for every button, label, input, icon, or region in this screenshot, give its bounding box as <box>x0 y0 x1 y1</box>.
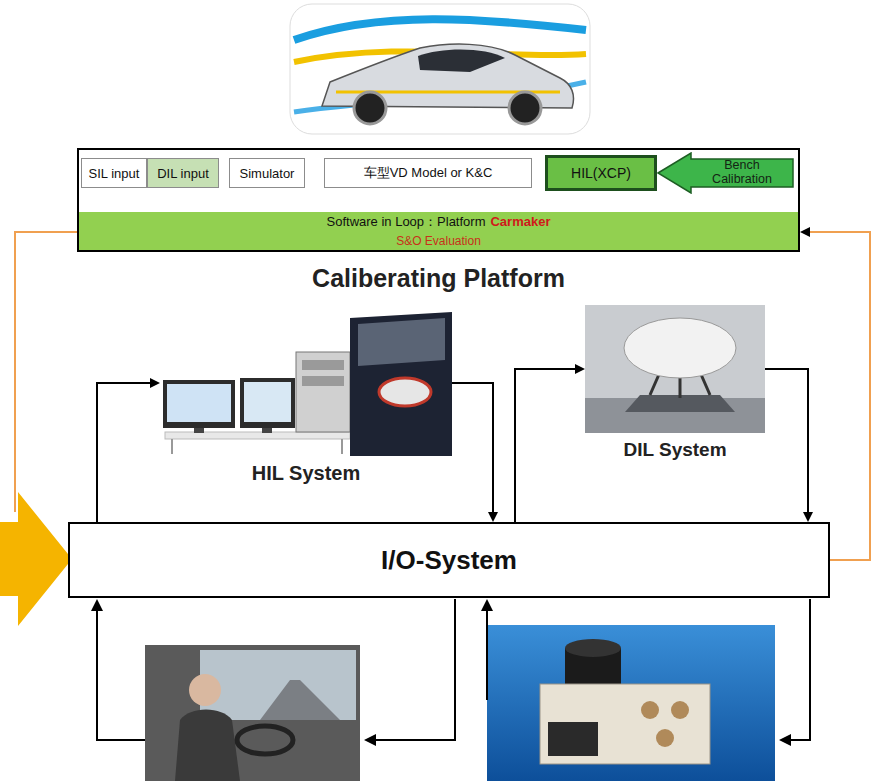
monitor-stand <box>194 428 204 433</box>
band-row: S&O Evaluation <box>396 231 481 249</box>
arrow-head <box>800 227 810 237</box>
projection-screen <box>200 650 356 720</box>
steering-wheel <box>237 726 293 754</box>
arrow-text-area: Bench Calibration <box>693 159 791 187</box>
feedback-line <box>15 232 77 512</box>
monitor <box>163 380 235 428</box>
connector <box>800 227 870 560</box>
rack-slot <box>302 360 344 370</box>
monitor-stand <box>262 428 272 433</box>
connector-line <box>810 232 870 560</box>
system-label: DIL System <box>565 439 785 461</box>
arrow-head <box>803 512 813 522</box>
driver-picture <box>145 645 360 781</box>
signal-line <box>374 599 455 740</box>
connector <box>452 383 498 522</box>
driver-body <box>175 710 240 781</box>
simulator-dome <box>624 318 736 378</box>
band-label: Software in Loop：Platform <box>327 213 486 231</box>
hil-rack <box>296 352 350 432</box>
connector <box>548 722 598 756</box>
connector-line <box>452 383 493 512</box>
monitor-screen <box>167 384 231 422</box>
desk-leg <box>341 439 343 454</box>
dil-picture <box>585 305 765 433</box>
box-label: Simulator <box>240 166 295 181</box>
connector-line <box>515 369 575 522</box>
arrow-head <box>150 378 160 388</box>
arrow-shape <box>658 153 793 193</box>
monitor-screen <box>244 382 291 422</box>
car-wheel <box>509 92 541 124</box>
hil-picture <box>163 312 452 456</box>
hil-box: HIL(XCP) <box>545 155 657 191</box>
signal-line <box>789 599 810 740</box>
connector <box>765 369 813 522</box>
car-door <box>350 312 452 456</box>
signal-line <box>486 609 488 700</box>
arrow-head <box>364 734 376 746</box>
platform-box: Caliberating PlatformSIL inputDIL inputS… <box>77 148 800 252</box>
monitor <box>240 378 295 428</box>
valve-block <box>540 684 710 764</box>
desk-leg <box>171 439 173 454</box>
hall <box>585 305 765 433</box>
arrow-head <box>779 734 791 746</box>
rack-slot <box>302 376 344 386</box>
model-box: 车型VD Model or K&C <box>324 158 532 188</box>
arrow-head <box>481 599 493 611</box>
swoosh <box>294 19 586 40</box>
system-label: HIL System <box>140 462 472 485</box>
io-box: I/O-System <box>68 522 830 598</box>
input-arrow <box>0 492 72 626</box>
box-label: SIL input <box>89 166 140 181</box>
arrow-head <box>575 364 585 374</box>
connector-line <box>97 383 150 522</box>
box-label: DIL input <box>157 166 209 181</box>
box-label: HIL(XCP) <box>571 165 631 181</box>
car-icon <box>290 4 590 134</box>
platform-heading: Caliberating Platform <box>79 264 798 293</box>
road <box>260 680 340 720</box>
port <box>656 729 674 747</box>
input-box: DIL input <box>147 158 219 188</box>
connector-line <box>765 369 808 512</box>
bench-arrow: Bench Calibration <box>657 152 794 194</box>
driver-head <box>189 674 221 706</box>
software-band: Software in Loop：Platform CarmakerS&O Eva… <box>79 212 798 250</box>
port <box>641 701 659 719</box>
hil-system: HIL System <box>160 310 452 456</box>
arrow-head <box>488 512 498 522</box>
motor-top <box>565 639 621 657</box>
desk <box>165 432 350 439</box>
arrow-head <box>91 599 103 611</box>
evaluation-label: S&O Evaluation <box>396 234 481 248</box>
ecu-picture <box>487 625 775 781</box>
box-label: I/O-System <box>381 545 517 576</box>
band-row: Software in Loop：Platform Carmaker <box>327 213 551 231</box>
platform-name: Carmaker <box>490 214 550 229</box>
car-window <box>358 318 445 366</box>
module-box: Simulator <box>229 158 305 188</box>
input-box: SIL input <box>81 158 147 188</box>
icon-frame <box>290 4 590 134</box>
arrow-label: Bench Calibration <box>693 159 791 187</box>
car-window <box>418 49 505 72</box>
box-label: 车型VD Model or K&C <box>364 164 493 182</box>
photo-ground <box>145 645 360 781</box>
connector <box>97 378 160 522</box>
signal-line <box>97 609 145 740</box>
door-sticker <box>379 378 431 406</box>
photo-ground <box>487 625 775 781</box>
car-wheel <box>354 92 386 124</box>
port <box>671 701 689 719</box>
dil-system: DIL System <box>585 305 765 433</box>
connector <box>515 364 585 522</box>
